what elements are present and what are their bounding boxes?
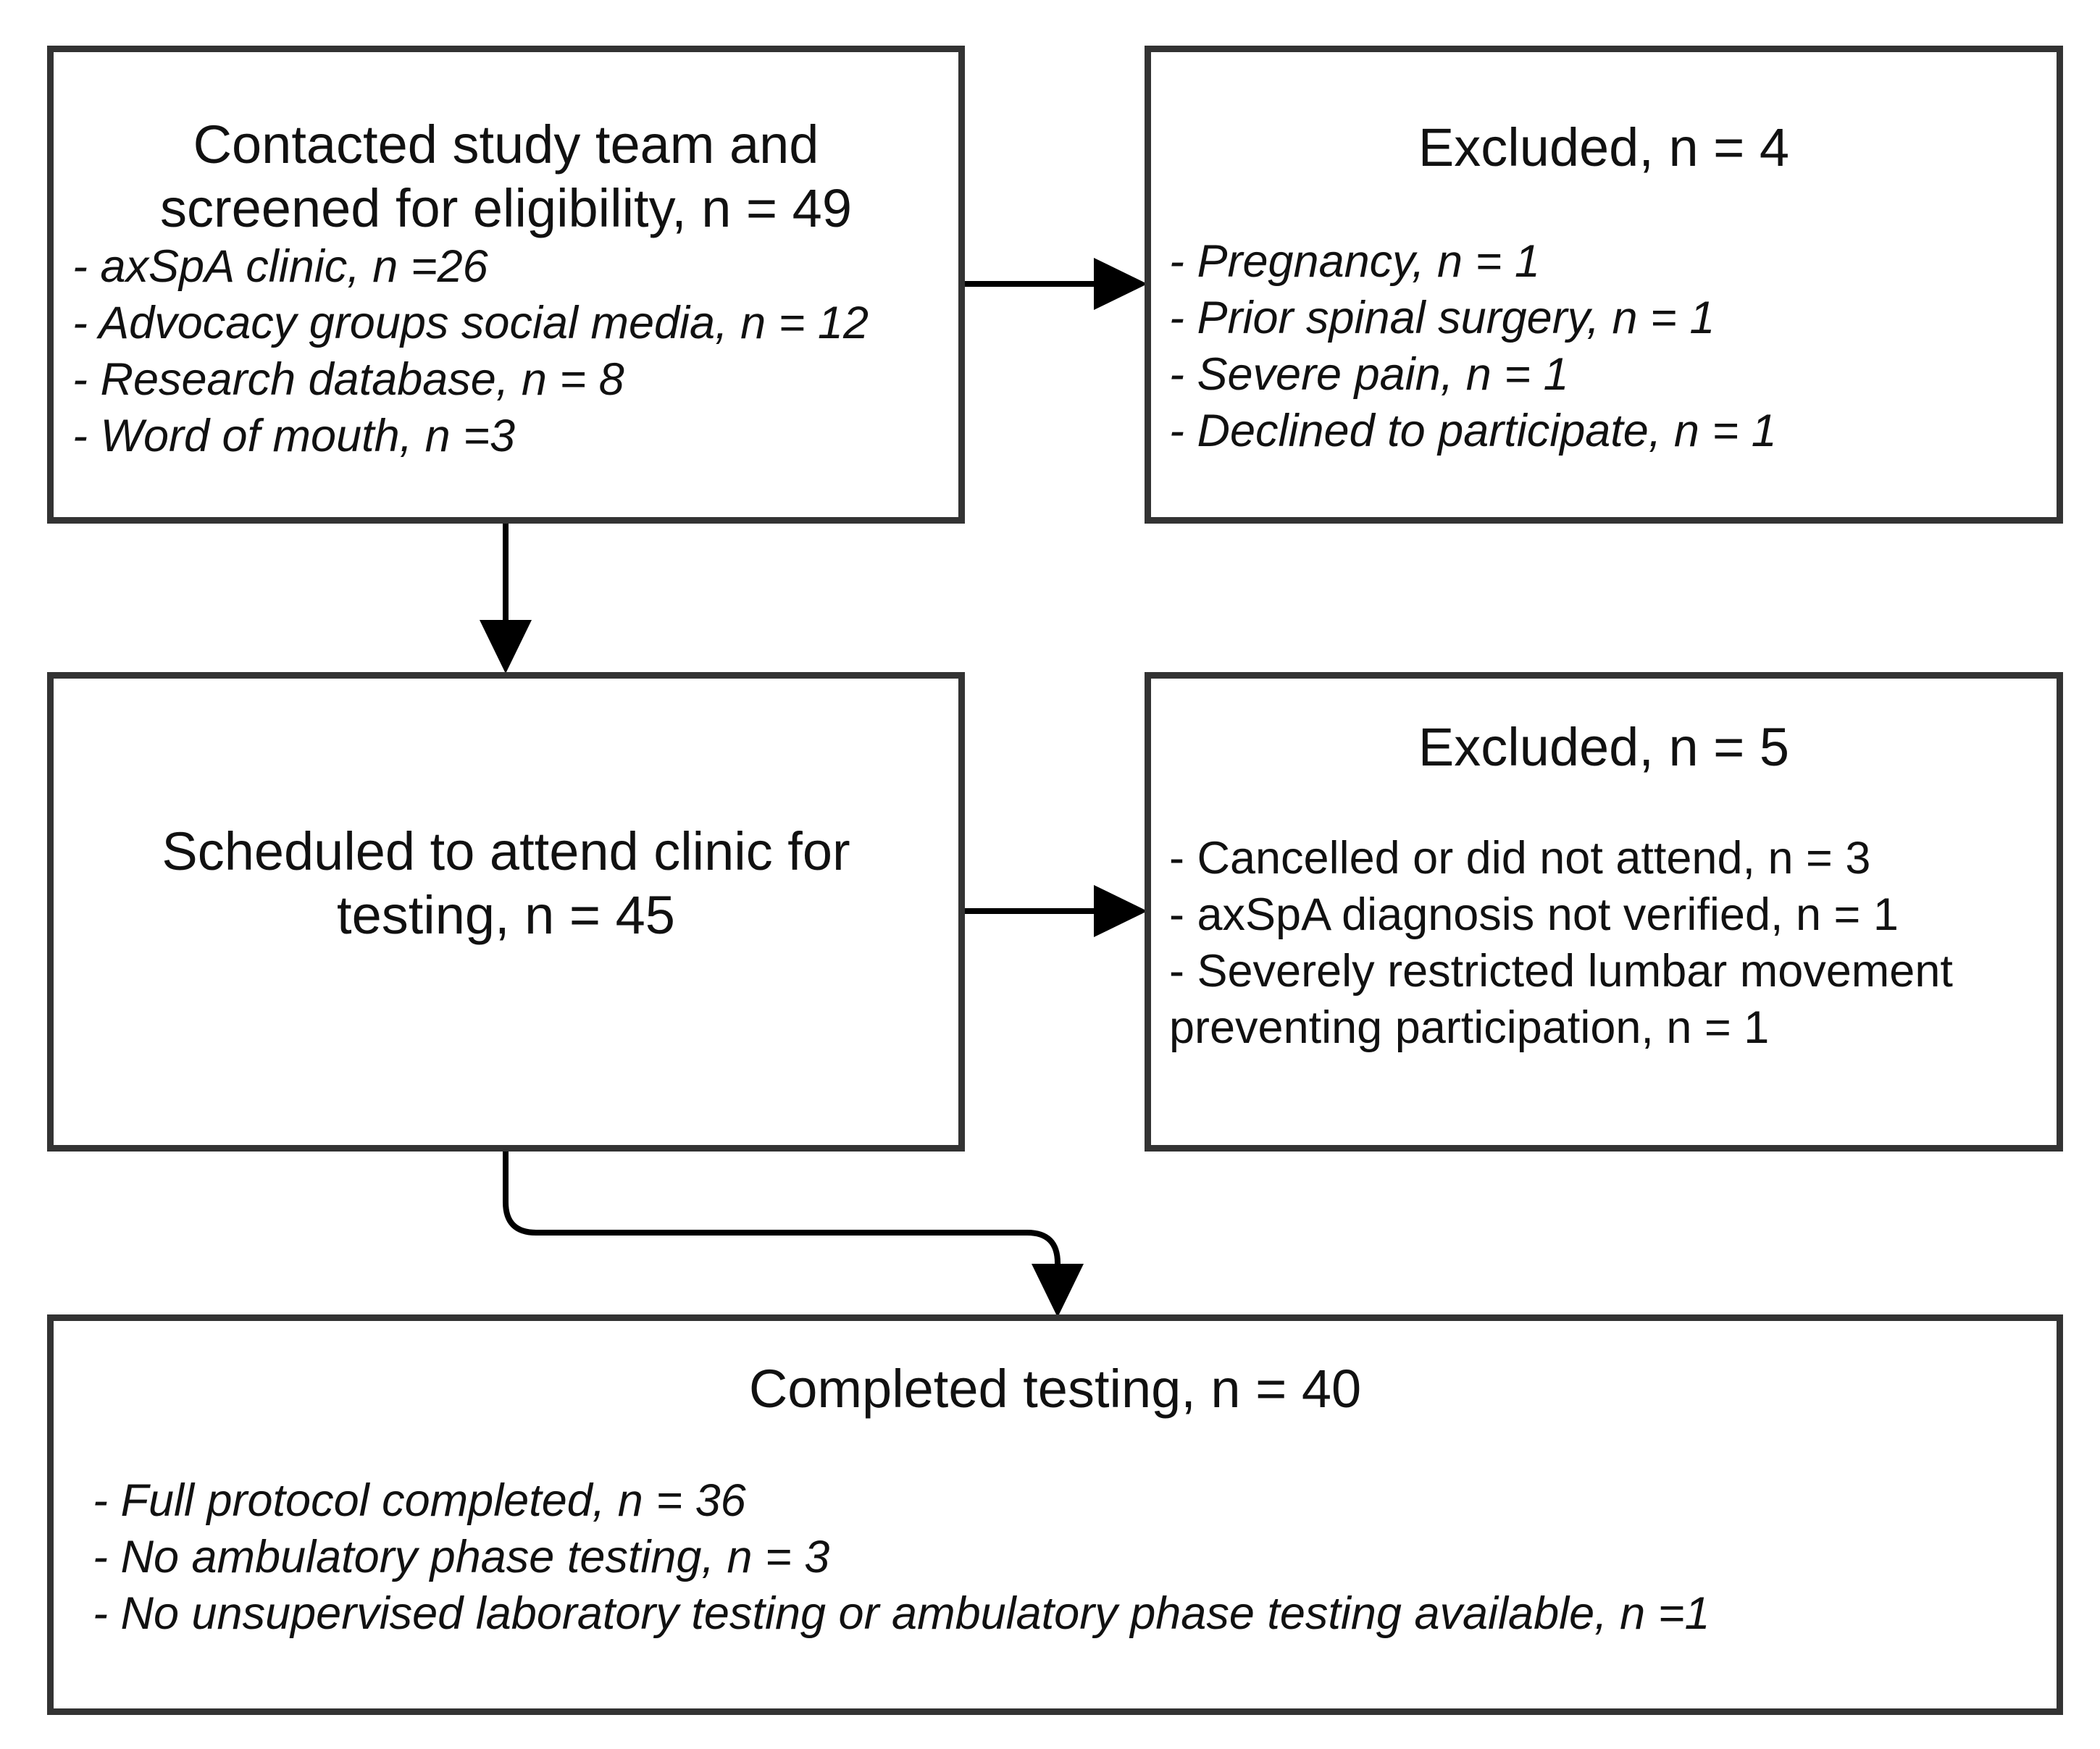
arrowhead-excluded-2 <box>1094 885 1147 937</box>
list-item: - Prior spinal surgery, n = 1 <box>1169 293 1715 343</box>
screened-source-list: - axSpA clinic, n =26 - Advocacy groups … <box>72 238 869 464</box>
arrowhead-scheduled <box>480 620 532 674</box>
list-item: - Declined to participate, n = 1 <box>1169 406 1777 456</box>
excluded-2-reason-list: - Cancelled or did not attend, n = 3 - a… <box>1169 830 1953 1056</box>
arrowhead-completed <box>1032 1264 1084 1317</box>
list-item: preventing participation, n = 1 <box>1169 1002 1770 1053</box>
list-item: - Severely restricted lumbar movement <box>1169 946 1953 997</box>
list-item: - Word of mouth, n =3 <box>72 411 516 461</box>
excluded-box-1: Excluded, n = 4 - Pregnancy, n = 1 - Pri… <box>1145 46 2063 524</box>
connector-scheduled-to-completed <box>503 1152 1061 1269</box>
completed-title: Completed testing, n = 40 <box>748 1359 1362 1419</box>
completed-box: Completed testing, n = 40 - Full protoco… <box>47 1314 2063 1715</box>
arrowhead-excluded-1 <box>1094 258 1147 310</box>
list-item: - No ambulatory phase testing, n = 3 <box>93 1532 830 1582</box>
excluded-1-title: Excluded, n = 4 <box>1418 117 1790 177</box>
list-item: - No unsupervised laboratory testing or … <box>93 1588 1710 1639</box>
screened-title-line-2: screened for eligibility, n = 49 <box>160 178 852 238</box>
scheduled-box: Scheduled to attend clinic for testing, … <box>47 672 965 1152</box>
scheduled-title: Scheduled to attend clinic for testing, … <box>54 820 958 947</box>
scheduled-title-line-1: Scheduled to attend clinic for <box>162 821 850 881</box>
completed-outcome-list: - Full protocol completed, n = 36 - No a… <box>93 1472 1710 1642</box>
list-item: - axSpA diagnosis not verified, n = 1 <box>1169 889 1899 940</box>
list-item: - Research database, n = 8 <box>72 354 624 405</box>
list-item: - Full protocol completed, n = 36 <box>93 1475 746 1526</box>
screened-title-line-1: Contacted study team and <box>193 114 819 175</box>
screened-title: Contacted study team and screened for el… <box>54 113 958 240</box>
list-item: - Severe pain, n = 1 <box>1169 349 1569 400</box>
excluded-box-2: Excluded, n = 5 - Cancelled or did not a… <box>1145 672 2063 1152</box>
scheduled-title-line-2: testing, n = 45 <box>337 885 675 945</box>
screened-box: Contacted study team and screened for el… <box>47 46 965 524</box>
list-item: - Advocacy groups social media, n = 12 <box>72 298 869 348</box>
excluded-1-reason-list: - Pregnancy, n = 1 - Prior spinal surger… <box>1169 233 1777 459</box>
excluded-2-title: Excluded, n = 5 <box>1418 717 1790 777</box>
list-item: - axSpA clinic, n =26 <box>72 241 488 292</box>
list-item: - Cancelled or did not attend, n = 3 <box>1169 833 1871 884</box>
list-item: - Pregnancy, n = 1 <box>1169 236 1540 287</box>
